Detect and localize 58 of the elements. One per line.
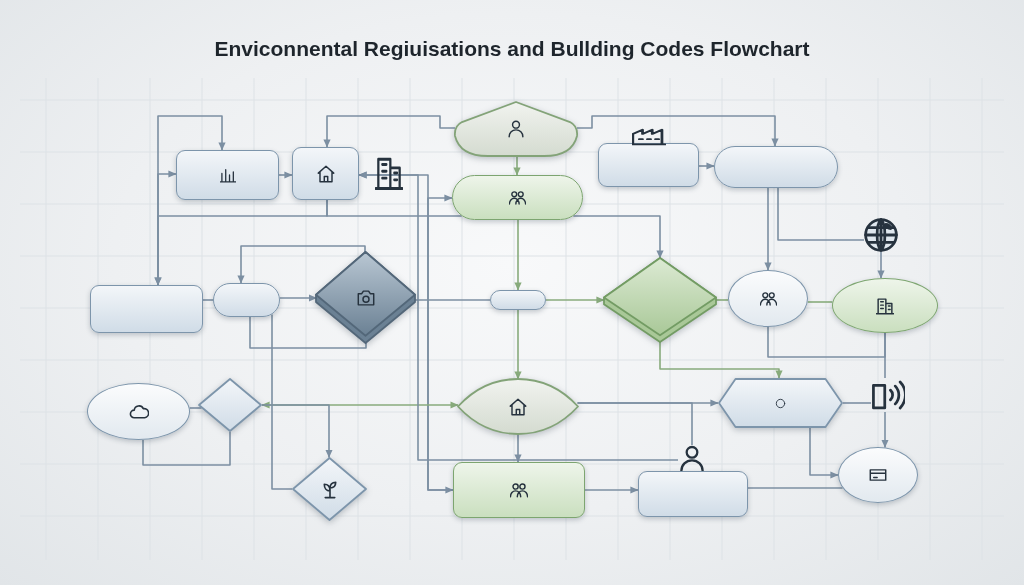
arrow xyxy=(237,245,366,284)
connector-line xyxy=(842,402,872,404)
process-box xyxy=(176,150,279,200)
decision-diamond xyxy=(316,252,415,343)
decision-diamond xyxy=(198,378,262,432)
oval-shape xyxy=(832,278,938,333)
arrow xyxy=(514,219,522,291)
oval-shape xyxy=(87,383,190,440)
connector-line xyxy=(249,316,367,349)
process-box xyxy=(292,147,359,200)
pill-shape xyxy=(714,146,838,188)
hexagon-shape xyxy=(718,378,843,428)
connector-line xyxy=(142,431,231,466)
oval-shape xyxy=(728,270,808,327)
oval-shape xyxy=(838,447,918,503)
person-icon xyxy=(678,445,706,473)
connector-line xyxy=(777,187,865,241)
arrow xyxy=(427,194,454,491)
arrow xyxy=(584,486,639,494)
decision-diamond xyxy=(604,258,716,342)
arrow xyxy=(323,115,456,148)
arrow xyxy=(545,296,605,304)
connector-line xyxy=(202,299,214,301)
globe-icon xyxy=(864,218,898,252)
arrow xyxy=(513,155,521,176)
connector-line xyxy=(806,301,834,303)
arrow xyxy=(764,187,772,271)
connector-line xyxy=(271,313,293,490)
arrow xyxy=(877,251,885,279)
arrow xyxy=(659,341,783,379)
diagram-title: Enviconnental Regiuisations and Bullding Codes Flowchart xyxy=(214,37,810,61)
connector-line xyxy=(747,487,844,489)
arrow xyxy=(514,433,522,463)
process-box xyxy=(638,471,748,517)
connector-line xyxy=(576,402,693,446)
process-box xyxy=(598,143,699,187)
connector-line xyxy=(188,407,203,409)
pentagon-shape xyxy=(452,100,580,158)
decision-diamond xyxy=(292,457,367,521)
process-box xyxy=(453,462,585,518)
arrow xyxy=(576,115,779,147)
arrow xyxy=(514,309,522,380)
arrow xyxy=(261,404,333,459)
connector-line xyxy=(767,326,886,358)
pill-shape xyxy=(213,283,280,317)
pill-shape xyxy=(452,175,583,220)
arrow xyxy=(572,215,664,259)
arrow xyxy=(881,411,889,449)
pill-shape xyxy=(490,290,546,310)
arrow xyxy=(698,162,715,170)
process-box xyxy=(90,285,203,333)
arrow xyxy=(809,427,839,479)
signal-icon xyxy=(871,378,905,412)
connector-line xyxy=(326,199,463,217)
lens-shape xyxy=(456,377,580,436)
arrow xyxy=(358,171,679,461)
connector-line xyxy=(884,332,886,379)
arrow xyxy=(278,171,293,179)
